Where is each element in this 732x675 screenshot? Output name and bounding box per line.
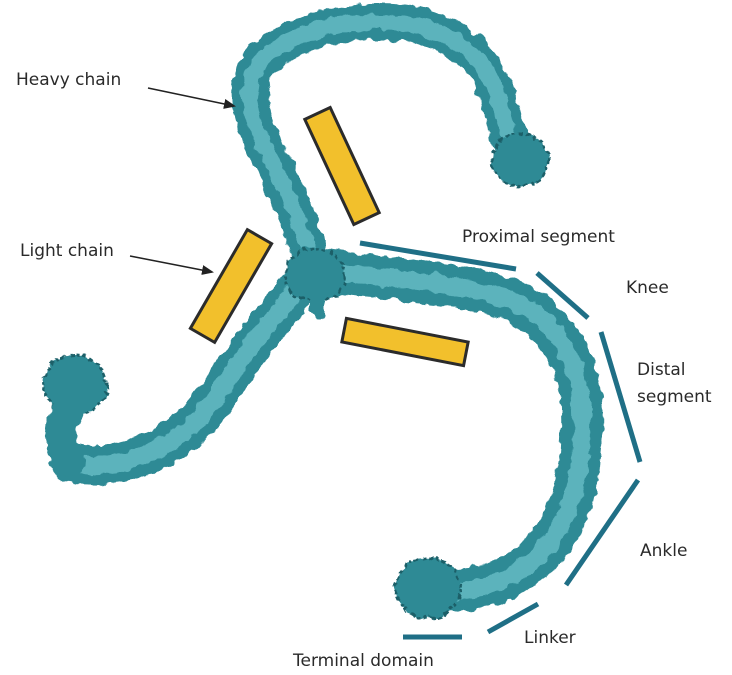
diagram-labels: Heavy chain Light chain Proximal segment… bbox=[16, 70, 712, 671]
light-chain-bar-right bbox=[342, 318, 468, 365]
label-arrows bbox=[130, 88, 234, 272]
knee-label: Knee bbox=[626, 278, 669, 298]
heavy-chain-leg-top bbox=[250, 22, 515, 262]
heavy-chain-arrow bbox=[148, 88, 234, 106]
light-chain-bars bbox=[190, 108, 468, 366]
heavy-chain-leg-right bbox=[312, 268, 582, 591]
heavy-chain-leg-left bbox=[70, 268, 312, 465]
ankle-label: Ankle bbox=[640, 541, 687, 561]
distal-segment-label-line1: Distal bbox=[637, 360, 685, 380]
light-chain-arrow bbox=[130, 256, 212, 272]
distal-segment-label-line2: segment bbox=[637, 387, 712, 407]
terminal-domain-label: Terminal domain bbox=[292, 651, 434, 671]
heavy-chain-legs bbox=[43, 22, 582, 618]
distal-segment-marker bbox=[601, 332, 640, 462]
terminal-domain-top bbox=[492, 134, 548, 186]
light-chain-bar-top bbox=[305, 108, 379, 225]
heavy-chain-label: Heavy chain bbox=[16, 70, 121, 90]
proximal-segment-label: Proximal segment bbox=[462, 227, 615, 247]
terminal-domain-right bbox=[396, 558, 460, 618]
light-chain-label: Light chain bbox=[20, 241, 114, 261]
linker-label: Linker bbox=[524, 628, 576, 648]
